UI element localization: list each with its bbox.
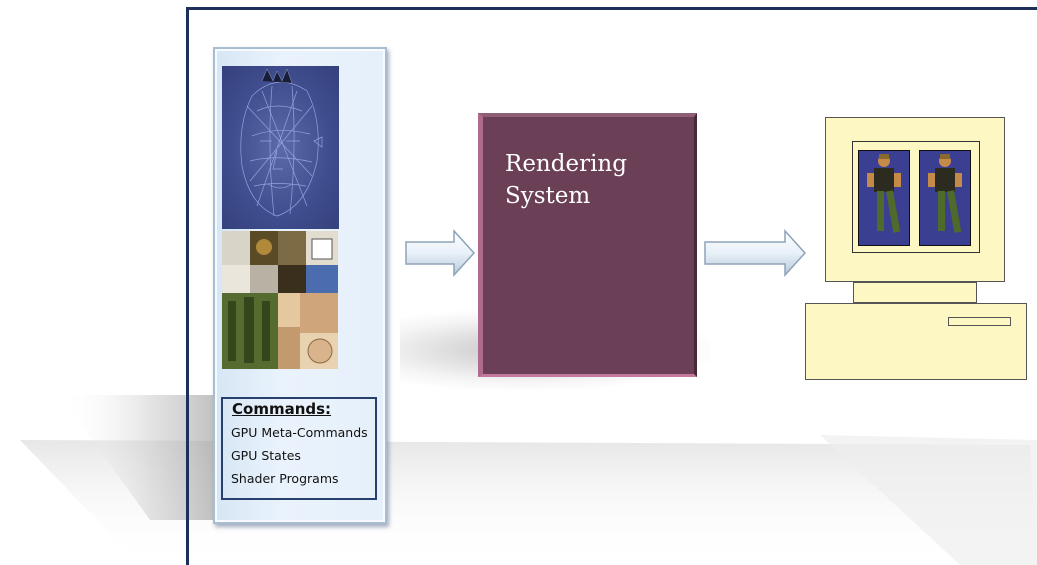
rendering-system-label: Rendering System	[505, 151, 627, 209]
wireframe-face-image	[222, 66, 339, 229]
commands-box	[221, 397, 377, 500]
texture-atlas-image	[222, 231, 338, 369]
command-item-gpu-meta-commands: GPU Meta-Commands	[231, 425, 368, 440]
rendered-character-image	[919, 150, 971, 246]
computer-neck	[853, 282, 977, 303]
computer-base	[805, 303, 1027, 380]
arrow-right-icon	[704, 229, 807, 277]
rendered-character-image	[858, 150, 910, 246]
command-item-shader-programs: Shader Programs	[231, 471, 339, 486]
frame-left-line	[186, 7, 189, 565]
arrow-right-icon	[405, 229, 476, 277]
commands-title: Commands:	[232, 400, 332, 418]
rendering-system-box	[478, 113, 697, 377]
command-item-gpu-states: GPU States	[231, 448, 301, 463]
computer-drive-slot	[948, 317, 1011, 326]
frame-top-line	[186, 7, 1037, 10]
